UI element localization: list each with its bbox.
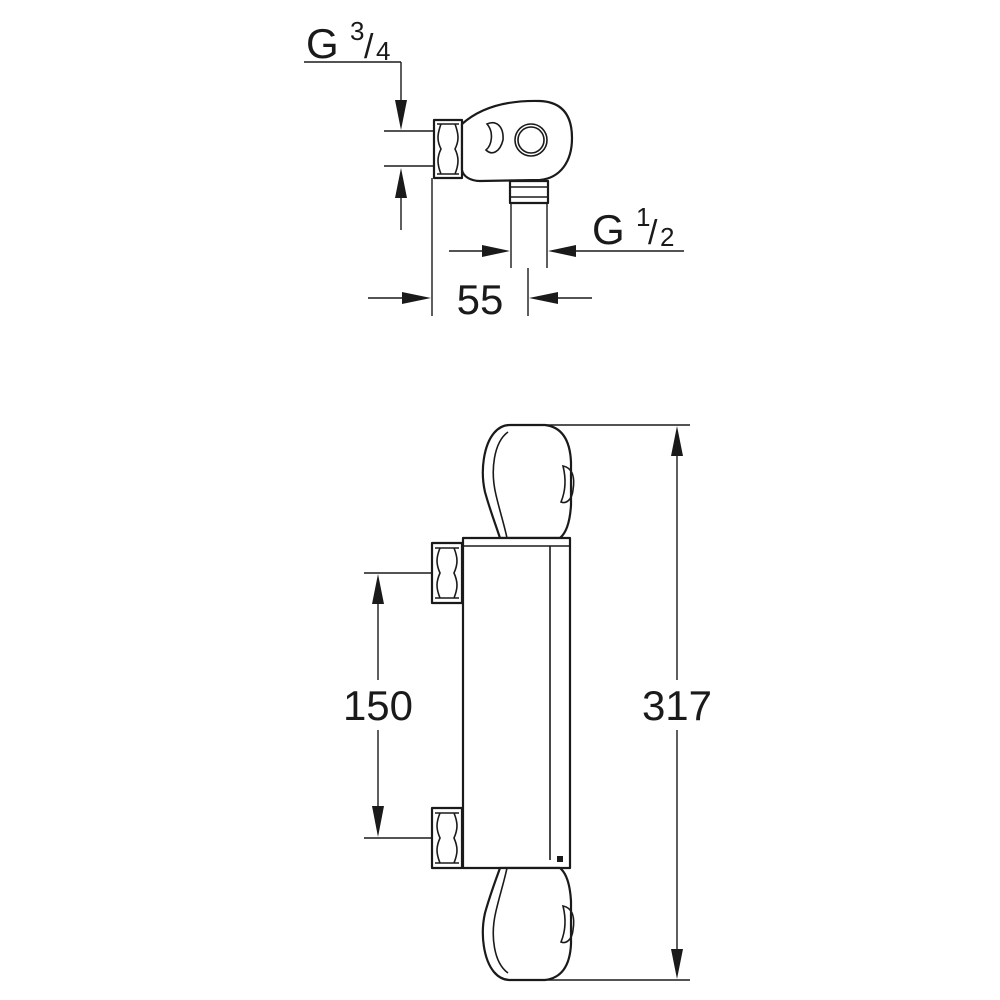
length-arrow-bottom bbox=[671, 949, 683, 979]
upper-inlet-nut-facets bbox=[435, 547, 459, 599]
lower-inlet-nut-facets bbox=[435, 812, 459, 864]
outlet-dim-left-arrow bbox=[482, 245, 510, 257]
handle-wing bbox=[484, 122, 504, 154]
inlet-thread-denominator: 4 bbox=[376, 36, 390, 66]
outlet-thread-slash: / bbox=[648, 214, 658, 252]
offset-dim-right-arrow bbox=[529, 292, 558, 304]
offset-dim-left-arrow bbox=[402, 292, 431, 304]
handle-ring-inner bbox=[517, 126, 545, 154]
upper-inlet-nut bbox=[430, 541, 464, 605]
inlet-spacing-dimension: 150 bbox=[343, 682, 413, 729]
bottom-end-cap bbox=[481, 866, 573, 982]
front-view: 150 317 bbox=[343, 423, 712, 982]
inlet-thread-numerator: 3 bbox=[350, 16, 364, 46]
valve-body-top bbox=[460, 99, 574, 183]
outlet-connector bbox=[508, 179, 550, 205]
outlet-thread-numerator: 1 bbox=[636, 202, 650, 232]
inlet-thread-arrow-down bbox=[395, 100, 407, 130]
main-body bbox=[461, 536, 572, 870]
top-cap-knob bbox=[559, 464, 575, 504]
inlet-hex-nut-facets bbox=[437, 123, 459, 175]
outlet-dim-right-arrow bbox=[548, 245, 576, 257]
offset-dimension: 55 bbox=[457, 276, 504, 323]
spacing-arrow-top bbox=[372, 574, 384, 604]
top-end-cap-inner bbox=[492, 431, 509, 539]
spacing-arrow-bottom bbox=[372, 806, 384, 837]
bottom-end-cap-inner bbox=[492, 867, 509, 974]
top-view: G 3 / 4 G 1 / 2 bbox=[304, 16, 684, 323]
bottom-cap-knob bbox=[559, 904, 575, 944]
lower-inlet-nut bbox=[430, 806, 464, 870]
inlet-thread-slash: / bbox=[364, 28, 374, 66]
top-end-cap bbox=[481, 423, 573, 540]
inlet-thread-letter: G bbox=[306, 20, 339, 67]
overall-length-dimension: 317 bbox=[642, 682, 712, 729]
outlet-thread-denominator: 2 bbox=[660, 222, 674, 252]
length-arrow-top bbox=[671, 426, 683, 456]
outlet-thread-letter: G bbox=[592, 206, 625, 253]
handle-ring bbox=[514, 123, 548, 157]
inlet-thread-arrow-up bbox=[395, 168, 407, 198]
main-body-notch bbox=[557, 856, 563, 862]
inlet-hex-nut-top bbox=[432, 118, 464, 180]
